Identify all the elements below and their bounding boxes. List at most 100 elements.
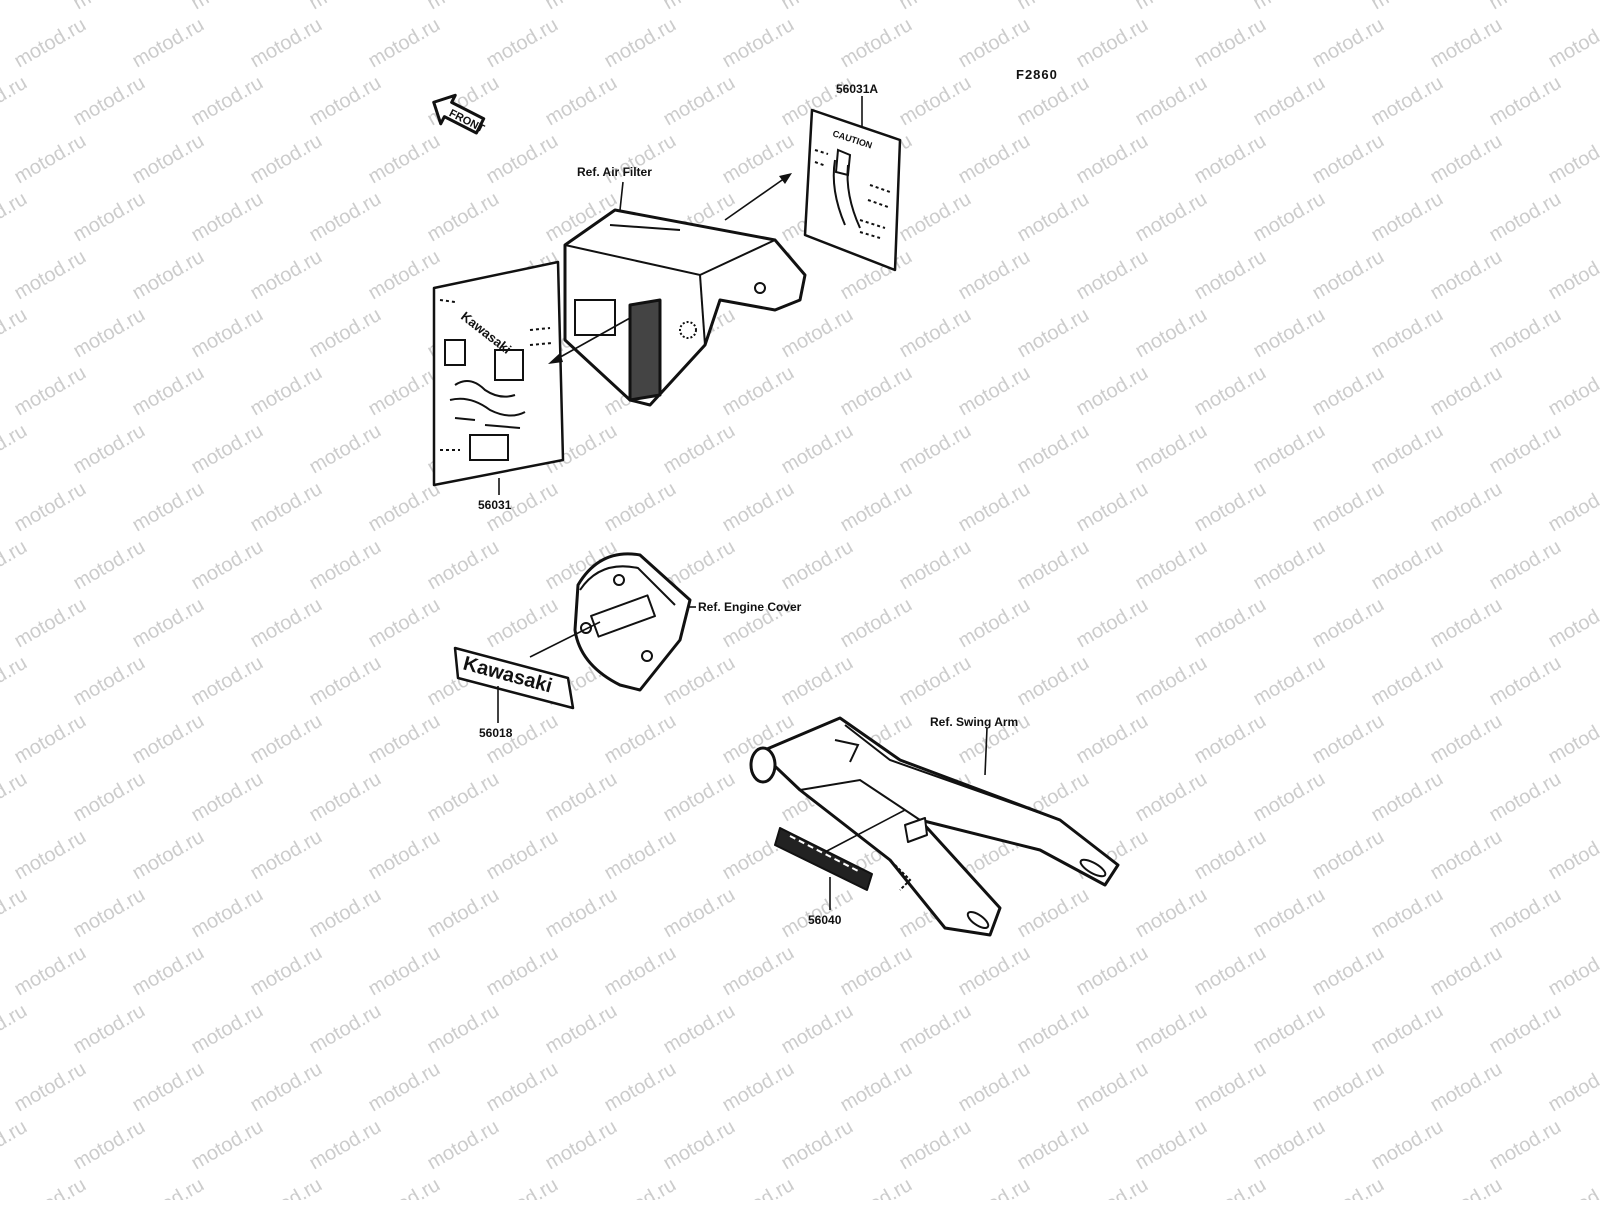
watermark-text: motod.ru [129,130,208,189]
watermark-text: motod.ru [247,362,326,421]
watermark-text: motod.ru [778,1116,857,1175]
watermark-text: motod.ru [424,188,503,247]
watermark-text: motod.ru [955,1058,1034,1117]
watermark-text: motod.ru [1191,362,1270,421]
watermark-text: motod.ru [778,0,857,14]
watermark-text: motod.ru [1191,1058,1270,1117]
watermark-text: motod.ru [1014,1000,1093,1059]
watermark-text: motod.ru [188,768,267,827]
arrow-head-icon [779,173,792,184]
watermark-text: motod.ru [955,362,1034,421]
watermark-text: motod.ru [1427,1174,1506,1200]
watermark-text: motod.ru [1073,1058,1152,1117]
watermark-text: motod.ru [837,14,916,73]
watermark-text: motod.ru [896,1000,975,1059]
watermark-text: motod.ru [247,1058,326,1117]
watermark-text: motod.ru [955,246,1034,305]
watermark-text: motod.ru [1427,246,1506,305]
watermark-text: motod.ru [1073,1174,1152,1200]
watermark-text: motod.ru [1368,884,1447,943]
watermark-text: motod.ru [188,884,267,943]
watermark-text: motod.ru [896,188,975,247]
watermark-text: motod.ru [1368,768,1447,827]
watermark-text: motod.ru [365,130,444,189]
watermark-text: motod.ru [896,420,975,479]
watermark-text: motod.ru [1427,478,1506,537]
watermark-text: motod.ru [70,1116,149,1175]
watermark-text: motod.ru [837,594,916,653]
watermark-text: motod.ru [1368,652,1447,711]
watermark-text: motod.ru [1309,14,1388,73]
watermark-text: motod.ru [365,1058,444,1117]
watermark-text: motod.ru [306,420,385,479]
watermark-text: motod.ru [1309,1058,1388,1117]
watermark-text: motod.ru [837,478,916,537]
watermark-text: motod.ru [11,14,90,73]
watermark-text: motod.ru [542,1116,621,1175]
watermark-text: motod.ru [424,1000,503,1059]
watermark-text: motod.ru [1250,536,1329,595]
watermark-text: motod.ru [247,594,326,653]
watermark-text: motod.ru [1191,1174,1270,1200]
watermark-text: motod.ru [955,14,1034,73]
watermark-text: motod.ru [483,14,562,73]
watermark-text: motod.ru [837,1058,916,1117]
watermark-text: motod.ru [719,942,798,1001]
watermark-text: motod.ru [1368,536,1447,595]
watermark-text: motod.ru [1250,420,1329,479]
watermark-text: motod.ru [188,1116,267,1175]
watermark-text: motod.ru [247,710,326,769]
watermark-text: motod.ru [1309,594,1388,653]
watermark-text: motod.ru [1191,826,1270,885]
watermark-text: motod.ru [424,768,503,827]
watermark-text: motod.ru [1368,188,1447,247]
watermark-text: motod.ru [1132,188,1211,247]
watermark-text: motod.ru [247,826,326,885]
watermark-text: motod.ru [1191,246,1270,305]
watermark-text: motod.ru [660,768,739,827]
watermark-text: motod.ru [11,478,90,537]
watermark-text: motod.ru [660,652,739,711]
watermark-text: motod.ru [247,130,326,189]
watermark-text: motod.ru [1014,188,1093,247]
watermark-text: motod.ru [306,1116,385,1175]
watermark-text: motod.ru [11,710,90,769]
watermark-text: motod.ru [0,1000,31,1059]
kawasaki-info-label-decal: Kawasaki [434,262,563,485]
watermark-text: motod.ru [1014,884,1093,943]
watermark-text: motod.ru [11,246,90,305]
watermark-text: motod.ru [542,72,621,131]
watermark-text: motod.ru [896,536,975,595]
watermark-text: motod.ru [660,0,739,14]
watermark-text: motod.ru [1014,0,1093,14]
watermark-text: motod.ru [0,0,31,14]
watermark-text: motod.ru [601,1174,680,1200]
watermark-text: motod.ru [1073,710,1152,769]
watermark-text: motod.ru [483,130,562,189]
watermark-text: motod.ru [660,72,739,131]
watermark-text: motod.ru [1132,72,1211,131]
watermark-text: motod.ru [896,1116,975,1175]
watermark-text: motod.ru [247,1174,326,1200]
watermark-text: motod.ru [1309,826,1388,885]
watermark-text: motod.ru [1486,188,1565,247]
watermark-text: motod.ru [1309,710,1388,769]
watermark-text: motod.ru [1427,942,1506,1001]
watermark-text: motod.ru [0,536,31,595]
watermark-text: motod.ru [1073,942,1152,1001]
watermark-text: motod.ru [247,14,326,73]
watermark-text: motod.ru [70,0,149,14]
watermark-text: motod.ru [1132,768,1211,827]
watermark-text: motod.ru [1427,362,1506,421]
watermark-text: motod.ru [1309,478,1388,537]
ref-air-filter-label: Ref. Air Filter [577,165,652,179]
watermark-text: motod.ru [365,246,444,305]
watermark-text: motod.ru [719,362,798,421]
watermark-text: motod.ru [660,1116,739,1175]
part-number-56031: 56031 [478,498,512,512]
watermark-text: motod.ru [1486,72,1565,131]
watermark-text: motod.ru [1014,536,1093,595]
watermark-text: motod.ru [188,72,267,131]
watermark-text: motod.ru [11,826,90,885]
